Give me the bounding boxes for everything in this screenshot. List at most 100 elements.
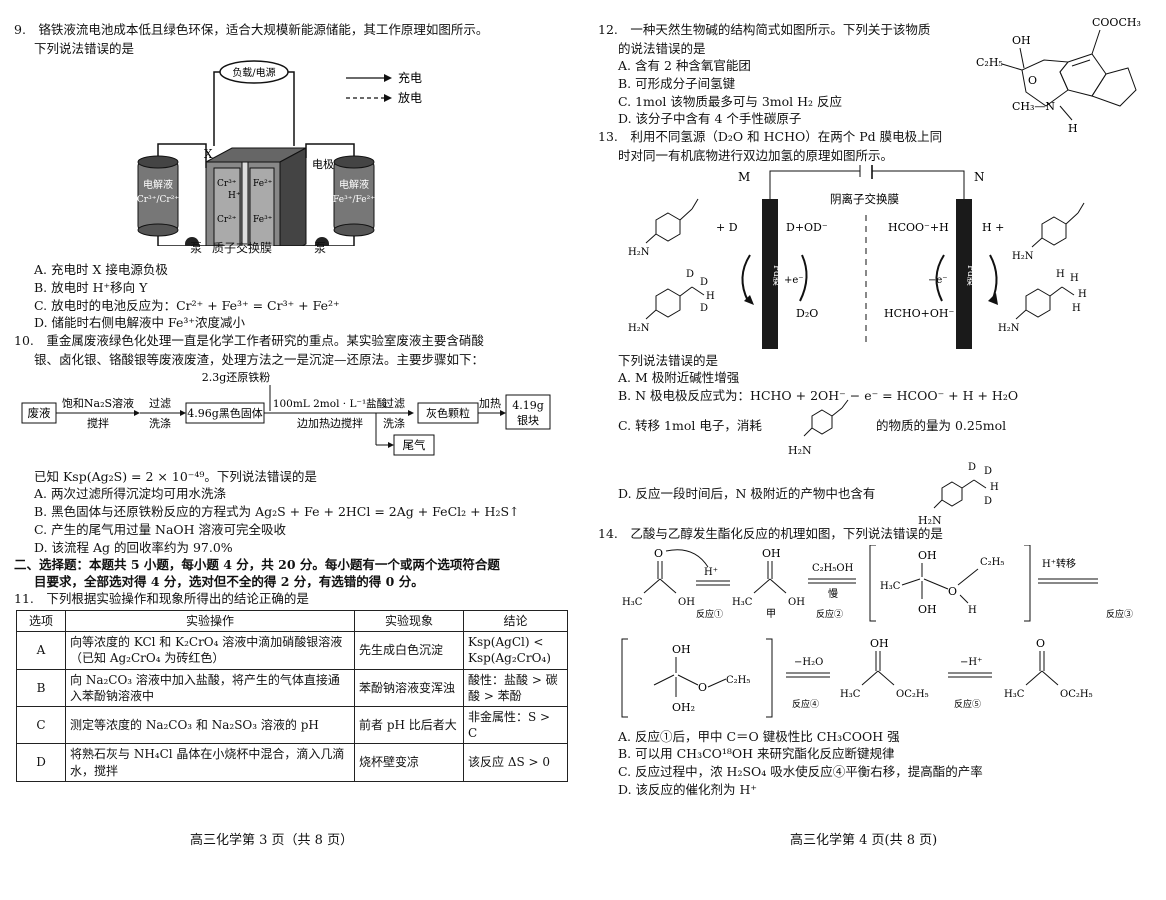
right-product-h4: H: [1072, 303, 1081, 314]
int2-oh: OH: [672, 643, 691, 656]
q13-option-a: A. M 极附近碱性增强: [618, 369, 740, 385]
q10-stem-2: 银、卤化银、铬酸银等废液废渣，处理方法之一是沉淀—还原法。主要步骤如下：: [34, 352, 485, 368]
q13-electrode-diagram: M N 阴离子交换膜 Pd膜 Pd膜 + D D+OD⁻ HCOO⁻+H H +…: [628, 165, 1087, 349]
row-c-phenomenon: 前者 pH 比后者大: [354, 705, 464, 745]
ester-o: O: [1036, 637, 1045, 650]
acid-o: O: [654, 547, 663, 560]
pump-left-label: 泵: [190, 240, 203, 255]
q13-stem-1: 13. 利用不同氢源（D₂O 和 HCHO）在两个 Pd 膜电极上同: [598, 129, 943, 145]
label-r4: 反应④: [792, 698, 819, 710]
row-b-conclusion: 酸性：盐酸 > 碳酸 > 苯酚: [463, 668, 568, 707]
left-d-plus: + D: [716, 221, 738, 234]
int2-o: O: [698, 681, 707, 694]
q12-option-a: A. 含有 2 种含氧官能团: [618, 57, 751, 73]
int1-oh-bottom: OH: [918, 603, 937, 616]
q13-intro: 下列说法错误的是: [618, 353, 719, 368]
label-r2: 反应②: [816, 608, 843, 620]
q12-block: 12. 一种天然生物碱的结构简式如图所示。下列关于该物质 的说法错误的是 A. …: [598, 16, 1154, 135]
cr3-ion: Cr³⁺: [217, 179, 237, 189]
ester-h3c: H₃C: [1004, 689, 1025, 700]
electrode-m: M: [738, 170, 750, 184]
q14-option-b: B. 可以用 CH₃CO¹⁸OH 来研究酯化反应断键规律: [618, 746, 895, 762]
transfer-label: H⁺转移: [1042, 557, 1076, 570]
row-c-operation: 测定等浓度的 Na₂CO₃ 和 Na₂SO₃ 溶液的 pH: [65, 705, 355, 745]
h-ion: H⁺: [228, 191, 241, 201]
q11-table: 选项 实验操作 实验现象 结论 A 向等浓度的 KCl 和 K₂CrO₄ 溶液中…: [16, 609, 568, 782]
right-product-nh2: H₂N: [998, 323, 1020, 334]
q12-alkaloid-structure: COOCH₃ OH C₂H₅ O CH₃—N H: [976, 16, 1141, 135]
page-4: 12. 一种天然生物碱的结构简式如图所示。下列关于该物质 的说法错误的是 A. …: [598, 16, 1154, 800]
right-product-h2: H: [1070, 273, 1079, 284]
d-mol-d3: D: [984, 496, 992, 507]
membrane-label: 质子交换膜: [212, 240, 273, 255]
int2-c2h5: C₂H₅: [726, 675, 750, 686]
q9-option-d: D. 储能时右侧电解液中 Fe³⁺浓度减小: [34, 315, 245, 331]
mol-o: O: [1028, 74, 1037, 87]
row-b-operation: 向 Na₂CO₃ 溶液中加入盐酸，将产生的气体直接通入苯酚钠溶液中: [65, 668, 355, 707]
minus-h2o: −H₂O: [794, 657, 823, 668]
row-b-phenomenon: 苯酚钠溶液变浑浊: [354, 668, 464, 707]
right-tank-label-1: 电解液: [339, 178, 369, 191]
table-row: A 向等浓度的 KCl 和 K₂CrO₄ 溶液中滴加硝酸银溶液（已知 Ag₂Cr…: [16, 631, 568, 670]
flow-silver-mass: 4.19g: [512, 399, 544, 412]
q12-option-c: C. 1mol 该物质最多可与 3mol H₂ 反应: [618, 93, 843, 109]
left-electron: +e⁻: [784, 275, 804, 286]
pd-membrane-right: Pd膜: [965, 265, 976, 286]
table-row: B 向 Na₂CO₃ 溶液中加入盐酸，将产生的气体直接通入苯酚钠溶液中 苯酚钠溶…: [16, 668, 568, 707]
acid-oh: OH: [678, 597, 695, 608]
flow-heat: 加热: [479, 397, 501, 410]
hcho-label: HCHO+OH⁻: [884, 307, 954, 320]
int1-oh-top: OH: [918, 549, 937, 562]
q12-stem-1: 12. 一种天然生物碱的结构简式如图所示。下列关于该物质: [598, 22, 931, 37]
header-operation: 实验操作: [65, 609, 355, 633]
q9-stem-1: 9. 铬铁液流电池成本低且绿色环保，适合大规模新能源储能，其工作原理如图所示。: [14, 22, 489, 37]
q10-option-b: B. 黑色固体与还原铁粉反应的方程式为 Ag₂S + Fe + 2HCl = 2…: [34, 503, 520, 519]
left-tank-label-1: 电解液: [143, 178, 173, 191]
flow-step3-top: 100mL 2mol · L⁻¹盐酸: [273, 397, 388, 410]
flow-step2-top: 过滤: [149, 397, 171, 410]
q13-option-b: B. N 极电极反应式为：HCHO + 2OH⁻ − e⁻ = HCOO⁻ + …: [618, 387, 1019, 403]
label-jia: 甲: [766, 609, 776, 620]
flow-step1-top: 饱和Na₂S溶液: [62, 396, 134, 410]
slow-label: 慢: [828, 588, 838, 600]
flow-iron: 2.3g还原铁粉: [202, 371, 271, 384]
q9-figure-captions: 泵 质子交换膜 泵: [14, 240, 580, 256]
row-d-conclusion: 该反应 ΔS > 0: [463, 743, 568, 782]
q14-option-d: D. 该反应的催化剂为 H⁺: [618, 782, 757, 798]
jia-oh2: OH: [788, 597, 805, 608]
flow-silver-block: 银块: [517, 413, 539, 427]
flow-step4-bottom: 洗涤: [383, 416, 405, 430]
d-mol-d2: D: [984, 466, 992, 477]
load-source-label: 负载/电源: [232, 66, 275, 79]
cr2-ion: Cr²⁺: [217, 215, 237, 225]
row-d-operation: 将熟石灰与 NH₄Cl 晶体在小烧杯中混合，滴入几滴水，搅拌: [65, 743, 355, 782]
header-option: 选项: [16, 609, 66, 633]
acid-h3c: H₃C: [622, 597, 643, 608]
q13-option-d: D. 反应一段时间后，N 极附近的产物中也含有 D D H D H₂N: [618, 462, 1154, 527]
ester-h-oc2h5: OC₂H₅: [896, 689, 929, 700]
q9-stem-2: 下列说法错误的是: [34, 40, 135, 56]
fe2-ion: Fe²⁺: [253, 179, 273, 189]
table-header-row: 选项 实验操作 实验现象 结论: [16, 609, 568, 633]
left-substrate-nh2: H₂N: [628, 247, 650, 258]
header-conclusion: 结论: [463, 609, 568, 633]
section-2-line-1: 二、选择题：本题共 5 小题，每小题 4 分，共 20 分。每小题有一个或两个选…: [14, 557, 500, 573]
left-product-d2: D: [700, 277, 708, 288]
q10-option-a: A. 两次过滤所得沉淀均可用水洗涤: [34, 485, 226, 501]
q14-mechanism-diagram: O H₃C OH H⁺ 反应① OH H₃C OH 甲 C₂H₅OH 慢 反应②…: [621, 544, 1133, 717]
q12-stem-2: 的说法错误的是: [618, 40, 706, 56]
row-d-phenomenon: 烧杯壁变凉: [354, 743, 464, 782]
jia-h3c: H₃C: [732, 597, 753, 608]
q13-option-c-molecule: [803, 399, 849, 436]
right-tank-label-2: Fe³⁺/Fe²⁺: [333, 195, 375, 205]
mol-oh: OH: [1012, 34, 1031, 47]
flow-step4-top: 过滤: [383, 397, 405, 410]
right-reaction: HCOO⁻+H: [888, 221, 949, 234]
q13-option-c-nh2: H₂N: [788, 443, 812, 457]
fe3-ion: Fe³⁺: [253, 215, 273, 225]
q13-option-d-pre: D. 反应一段时间后，N 极附近的产物中也含有: [618, 485, 876, 501]
ester-h-h3c: H₃C: [840, 689, 861, 700]
int1-o: O: [948, 585, 957, 598]
row-b-option: B: [16, 668, 66, 707]
